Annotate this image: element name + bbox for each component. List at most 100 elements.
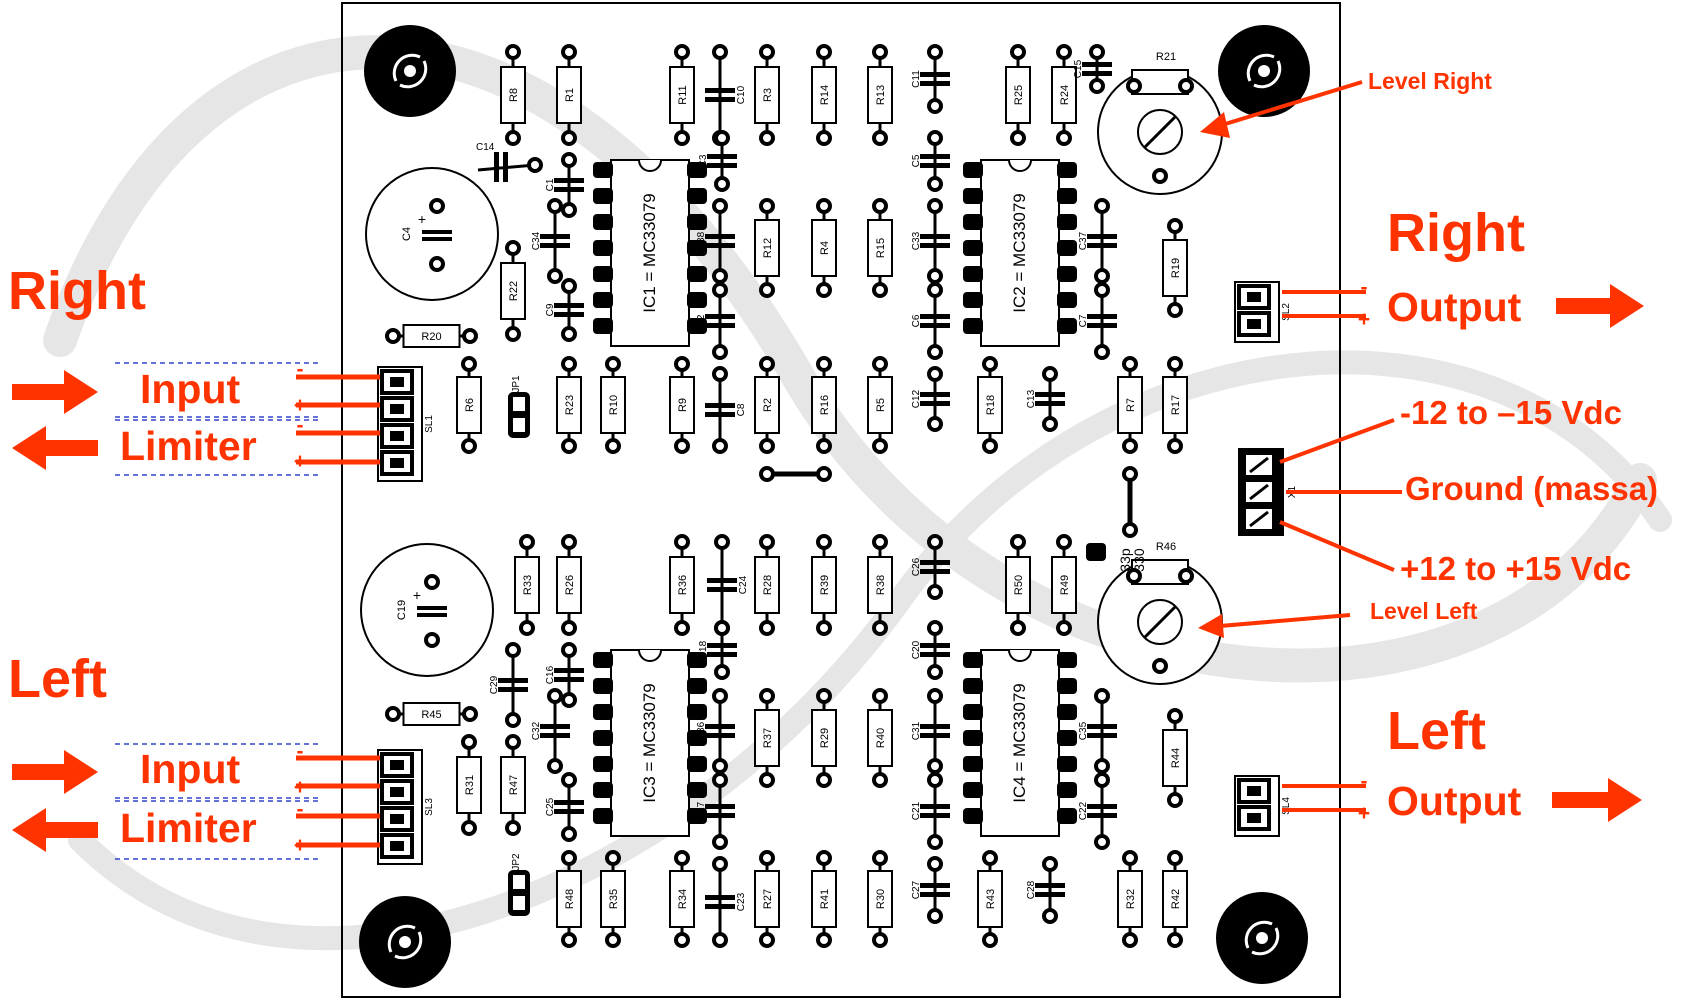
- resistor-r24: R24: [1051, 44, 1077, 146]
- wire-link: [759, 466, 1138, 538]
- capacitor-pad: [1042, 416, 1058, 432]
- capacitor-label: C18: [698, 640, 709, 659]
- mounting-hole: [1218, 25, 1310, 117]
- capacitor-pad: [712, 758, 728, 774]
- resistor-label: R26: [564, 575, 576, 595]
- electrolytic-plus: +: [413, 587, 421, 603]
- trimmer-slot: [1143, 605, 1177, 639]
- ic-pin: [593, 756, 613, 772]
- resistor-r32: R32: [1117, 850, 1143, 948]
- capacitor-plate: [707, 163, 737, 168]
- capacitor-label: C15: [1073, 59, 1084, 78]
- capacitor-plate: [707, 578, 737, 583]
- resistor-r36: R36: [669, 534, 695, 636]
- capacitor-pad: [527, 157, 543, 173]
- capacitor-plate: [707, 587, 737, 592]
- resistor-r43: R43: [977, 850, 1003, 948]
- mounting-hole-mark: [1246, 53, 1275, 82]
- connector-screw: [1249, 483, 1269, 501]
- resistor-pad: [505, 820, 521, 836]
- capacitor-pad: [927, 772, 943, 788]
- resistor-label: R20: [421, 331, 441, 343]
- arrow-head: [64, 370, 98, 414]
- resistor-pad: [1056, 44, 1072, 60]
- capacitor-pad: [712, 772, 728, 788]
- plus-label: +: [294, 834, 306, 857]
- resistor-body: [754, 219, 780, 277]
- connector-screw: [390, 377, 404, 387]
- capacitor-plate: [1035, 892, 1065, 897]
- capacitor-label: 330: [1131, 548, 1147, 572]
- resistor-body: [1162, 870, 1188, 928]
- watermark-swoosh: [68, 350, 1672, 951]
- trimmer-pad: [1152, 658, 1168, 674]
- capacitor-plate: [707, 652, 737, 657]
- ic-pin: [593, 292, 613, 308]
- watermark: [43, 35, 1672, 951]
- ic-pin: [593, 214, 613, 230]
- capacitor-label: C8: [736, 403, 747, 416]
- capacitor-plate: [498, 687, 528, 692]
- resistor-r22: R22: [500, 240, 526, 342]
- resistor-label: R13: [875, 85, 887, 105]
- electrolytic-plate: [417, 606, 447, 610]
- board-outline: [341, 2, 1341, 998]
- capacitor-plate: [920, 323, 950, 328]
- wire-link-pad: [816, 466, 832, 482]
- left-input-title: Left: [8, 649, 107, 709]
- capacitor-plate: [554, 677, 584, 682]
- arrow-head: [12, 426, 46, 470]
- right-output-label: Output: [1387, 284, 1522, 330]
- capacitor-pad: [927, 268, 943, 284]
- ic-pin: [963, 782, 983, 798]
- resistor-body: [556, 376, 582, 434]
- capacitor-plate: [705, 323, 735, 328]
- level-left-label: Level Left: [1370, 598, 1478, 624]
- resistor-label: R12: [762, 238, 774, 258]
- wire-link-pad: [759, 466, 775, 482]
- resistor-label: R35: [608, 889, 620, 909]
- capacitor-plate: [494, 152, 499, 182]
- resistor-pad: [872, 534, 888, 550]
- resistor-pad: [872, 356, 888, 372]
- right-input-label: Input: [140, 366, 241, 412]
- mounting-hole-mark: [1251, 927, 1280, 956]
- mounting-hole-mark: [399, 60, 428, 89]
- ic-pin: [963, 292, 983, 308]
- capacitor-pad: [927, 282, 943, 298]
- input-arrow: [12, 370, 98, 414]
- capacitor-label: C16: [545, 665, 556, 684]
- ic-pin: [1057, 704, 1077, 720]
- capacitor-plate: [705, 813, 735, 818]
- resistor-body: [1005, 556, 1031, 614]
- arrow-head: [1198, 614, 1224, 638]
- resistor-r30: R30: [867, 850, 893, 948]
- capacitor-pad: [714, 534, 730, 550]
- capacitor-plate: [920, 154, 950, 159]
- capacitor-label: C31: [911, 721, 922, 740]
- plus-label: +: [294, 450, 306, 473]
- resistor-body: [514, 556, 540, 614]
- arrow-head: [1200, 112, 1230, 138]
- jumper-label: JP2: [511, 853, 522, 871]
- capacitor-pad: [1094, 688, 1110, 704]
- resistor-label: R1: [564, 88, 576, 102]
- resistor-label: R2: [762, 398, 774, 412]
- arrow-shaft: [12, 384, 68, 400]
- capacitor-plate: [554, 312, 584, 317]
- ic-label: IC3 = MC33079: [640, 683, 659, 803]
- ic-pin: [687, 730, 707, 746]
- capacitor-pad: [927, 688, 943, 704]
- resistor-r42: R42: [1162, 850, 1188, 948]
- capacitor-label: C27: [911, 880, 922, 899]
- resistor-label: R32: [1125, 889, 1137, 909]
- capacitor-label: C28: [1026, 880, 1037, 899]
- resistor-body: [1162, 376, 1188, 434]
- resistor-label: R18: [985, 395, 997, 415]
- jumper-jp2: JP2: [508, 853, 530, 916]
- ic-pin: [593, 266, 613, 282]
- connector-screw: [1247, 319, 1261, 329]
- capacitor-label: C37: [1078, 231, 1089, 250]
- ic-pin: [963, 704, 983, 720]
